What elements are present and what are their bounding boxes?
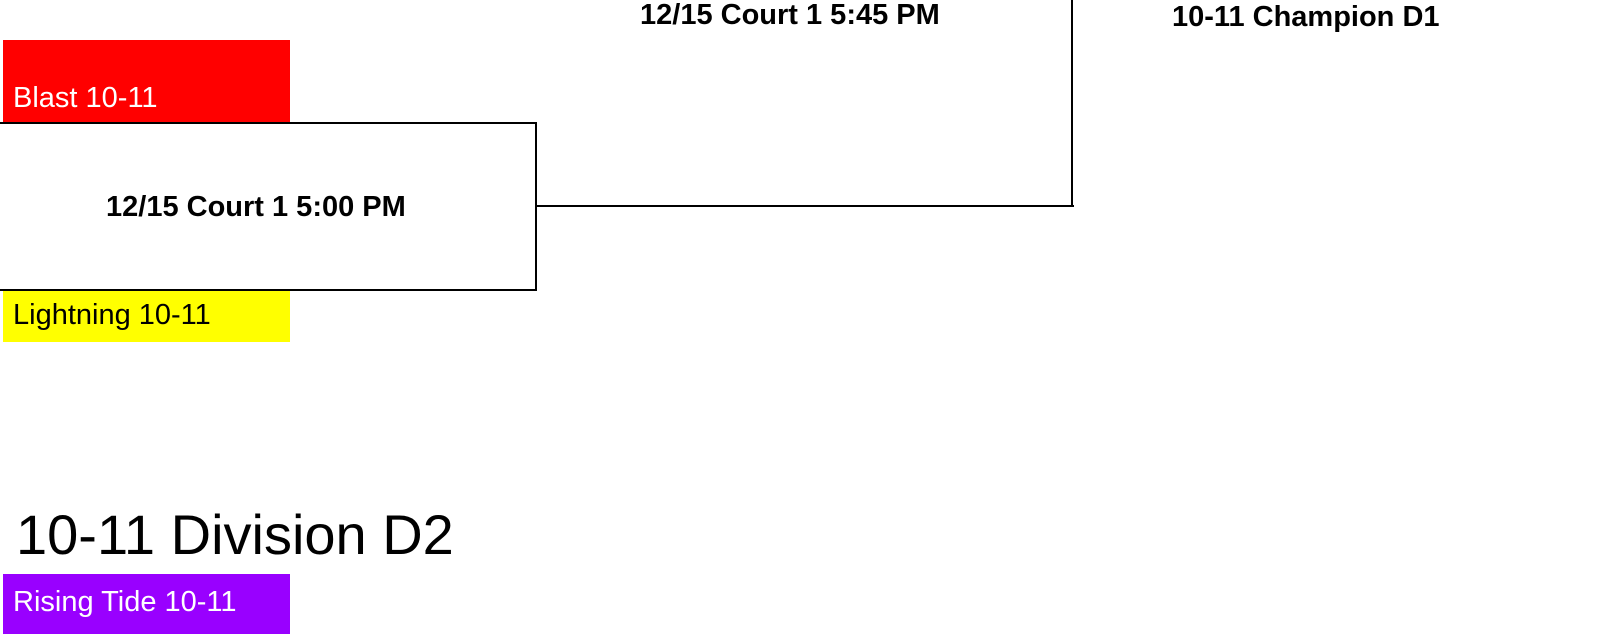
team-rising-tide: Rising Tide 10-11 (3, 574, 290, 634)
bracket-line-game1-out (535, 205, 1074, 207)
bracket-line-final-right (1071, 0, 1073, 207)
team-blast: Blast 10-11 (3, 40, 290, 124)
game1-schedule: 12/15 Court 1 5:00 PM (106, 191, 406, 223)
division-title: 10-11 Division D2 (16, 503, 454, 566)
bracket-line-game1-bottom (0, 289, 537, 291)
team-lightning: Lightning 10-11 (3, 291, 290, 342)
bracket-line-game1-top (0, 122, 537, 124)
final-schedule: 12/15 Court 1 5:45 PM (640, 0, 940, 31)
champion-label: 10-11 Champion D1 (1172, 1, 1440, 33)
